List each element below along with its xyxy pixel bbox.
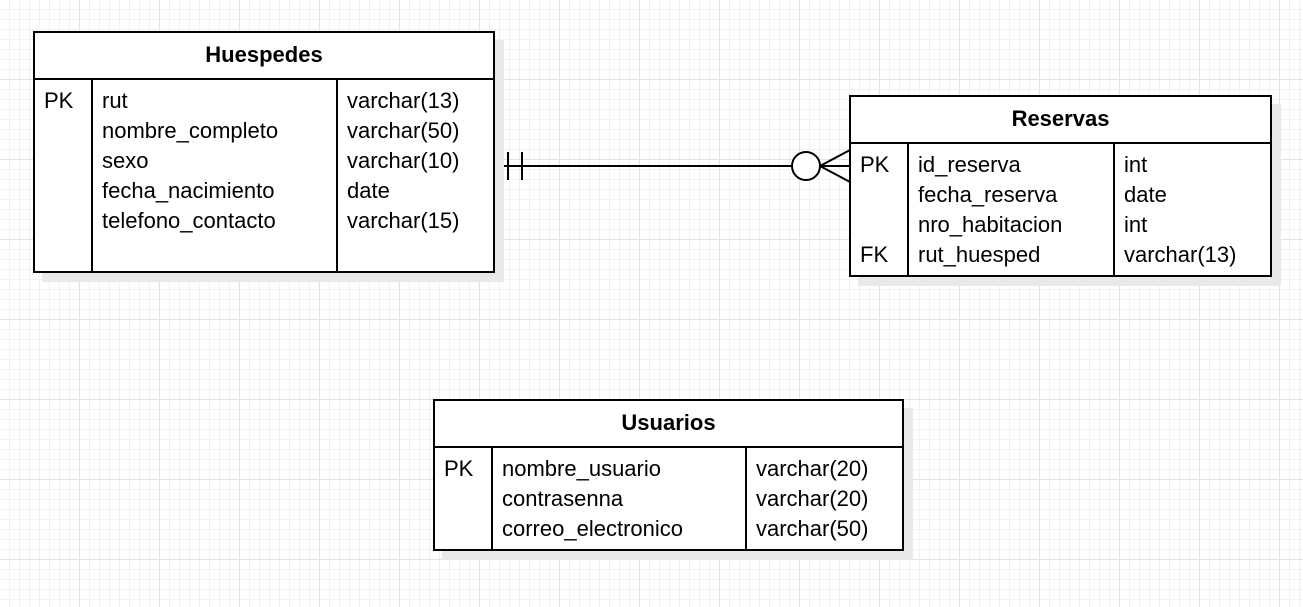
field-type-cell: varchar(50) — [756, 516, 869, 541]
key-cell: PK — [44, 88, 74, 113]
field-name-column: id_reserva fecha_reserva nro_habitacion … — [907, 144, 1114, 275]
entity-title: Usuarios — [435, 401, 902, 448]
field-type-cell: varchar(13) — [1124, 242, 1237, 267]
key-cell — [44, 176, 91, 206]
field-name-cell: rut_huesped — [918, 242, 1041, 267]
key-cell — [860, 180, 907, 210]
key-column: PK — [35, 80, 91, 271]
field-type-cell: varchar(50) — [347, 118, 460, 143]
field-type-cell: date — [347, 178, 390, 203]
field-type-column: varchar(13) varchar(50) varchar(10) date… — [336, 80, 493, 271]
field-name-column: rut nombre_completo sexo fecha_nacimient… — [91, 80, 337, 271]
entity-reservas[interactable]: Reservas PK FK id_reserva fecha_reserva … — [849, 95, 1272, 277]
crowfoot-top — [819, 149, 851, 167]
key-cell: FK — [860, 242, 889, 267]
field-name-cell: rut — [102, 88, 128, 113]
key-cell — [444, 514, 491, 544]
field-type-cell: varchar(15) — [347, 208, 460, 233]
key-cell: PK — [860, 152, 890, 177]
field-type-cell: varchar(13) — [347, 88, 460, 113]
entity-body: PK nombre_usuario contrasenna correo_ele… — [435, 448, 902, 549]
key-cell — [44, 206, 91, 236]
entity-huespedes[interactable]: Huespedes PK rut nombre_completo sexo fe… — [33, 31, 495, 273]
key-column: PK FK — [851, 144, 907, 275]
field-type-cell: int — [1124, 212, 1148, 237]
field-type-cell: int — [1124, 152, 1148, 177]
field-name-cell: id_reserva — [918, 152, 1021, 177]
field-type-column: varchar(20) varchar(20) varchar(50) — [745, 448, 902, 549]
crowfoot-bottom — [819, 165, 851, 183]
field-name-column: nombre_usuario contrasenna correo_electr… — [491, 448, 746, 549]
field-name-cell: fecha_reserva — [918, 182, 1058, 207]
key-cell — [44, 116, 91, 146]
field-type-cell: varchar(20) — [756, 456, 869, 481]
field-type-column: int date int varchar(13) — [1113, 144, 1270, 275]
field-name-cell: nro_habitacion — [918, 212, 1063, 237]
key-cell — [444, 484, 491, 514]
entity-usuarios[interactable]: Usuarios PK nombre_usuario contrasenna c… — [433, 399, 904, 551]
field-name-cell: telefono_contacto — [102, 208, 276, 233]
field-name-cell: nombre_usuario — [502, 456, 661, 481]
key-cell — [860, 210, 907, 240]
entity-title: Huespedes — [35, 33, 493, 80]
field-name-cell: fecha_nacimiento — [102, 178, 275, 203]
key-column: PK — [435, 448, 491, 549]
field-name-cell: correo_electronico — [502, 516, 683, 541]
key-cell — [44, 146, 91, 176]
field-name-cell: sexo — [102, 148, 149, 173]
field-name-cell: contrasenna — [502, 486, 624, 511]
entity-title: Reservas — [851, 97, 1270, 144]
cardinality-zero-circle — [791, 151, 821, 181]
field-type-cell: varchar(20) — [756, 486, 869, 511]
entity-body: PK FK id_reserva fecha_reserva nro_habit… — [851, 144, 1270, 275]
field-type-cell: varchar(10) — [347, 148, 460, 173]
entity-body: PK rut nombre_completo sexo fecha_nacimi… — [35, 80, 493, 271]
key-cell: PK — [444, 456, 474, 481]
field-type-cell: date — [1124, 182, 1167, 207]
field-name-cell: nombre_completo — [102, 118, 279, 143]
